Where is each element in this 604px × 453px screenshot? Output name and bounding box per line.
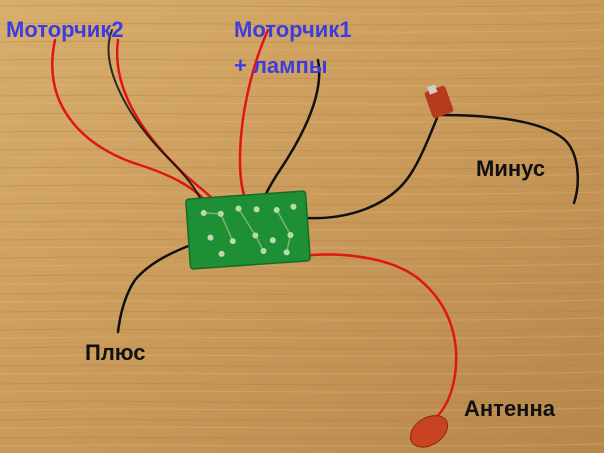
wire-motor2-red-a <box>51 38 207 202</box>
wire-motor1-red <box>238 28 270 205</box>
wire-motor2-black <box>107 29 201 199</box>
circuit-board <box>185 190 311 270</box>
minus-terminal <box>424 84 454 119</box>
wire-minus-black-out <box>438 113 579 205</box>
label-motor2: Моторчик2 <box>6 17 124 42</box>
wire-minus-black-to-board <box>303 116 439 220</box>
wire-antenna-red <box>288 253 458 424</box>
label-minus: Минус <box>476 156 545 181</box>
label-antenna: Антенна <box>464 396 556 421</box>
label-motor1: Моторчик1 <box>234 17 352 42</box>
antenna-terminal <box>410 415 448 448</box>
label-motor1-lamps: + лампы <box>234 53 328 78</box>
label-plus: Плюс <box>85 340 146 365</box>
wire-plus-black <box>116 238 207 334</box>
